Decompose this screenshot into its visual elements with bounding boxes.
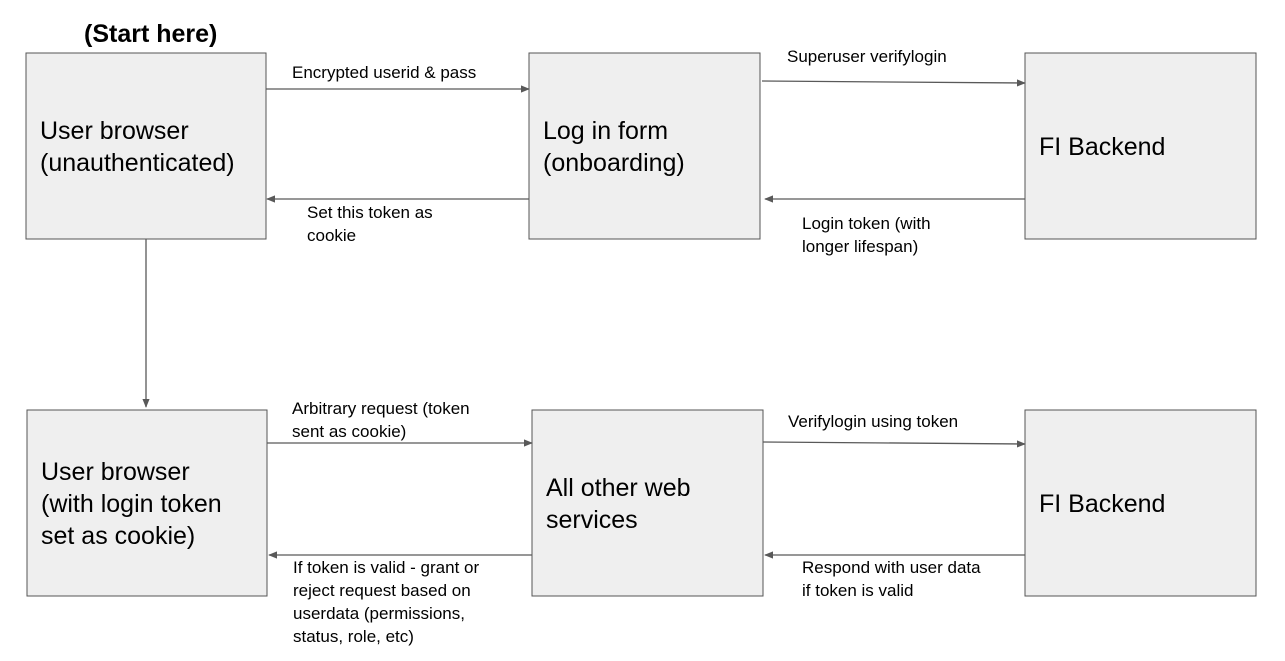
text-line: (onboarding) [543, 149, 685, 177]
edge-label-arbitrary-request: Arbitrary request (token sent as cookie) [292, 399, 470, 441]
text-line: (unauthenticated) [40, 149, 235, 177]
text-line: Arbitrary request (token [292, 399, 470, 418]
text-line: Superuser verifylogin [787, 47, 947, 66]
text-line: status, role, etc) [293, 627, 414, 646]
text-line: Respond with user data [802, 558, 981, 577]
node-all-other-web-services: All other web services [531, 409, 764, 597]
text-line: Login token (with [802, 214, 931, 233]
edge-label-respond-user-data: Respond with user data if token is valid [802, 558, 981, 600]
text-line: Verifylogin using token [788, 412, 958, 431]
node-label: FI Backend [1039, 490, 1165, 518]
text-line: User browser [41, 458, 190, 486]
edge-label-encrypted-credentials: Encrypted userid & pass [292, 63, 476, 82]
node-user-browser-unauthenticated: User browser (unauthenticated) [25, 52, 267, 240]
text-line: if token is valid [802, 581, 914, 600]
text-line: FI Backend [1039, 133, 1165, 161]
node-fi-backend-top: FI Backend [1024, 52, 1257, 240]
text-line: set as cookie) [41, 522, 195, 550]
node-user-browser-with-token: User browser (with login token set as cook… [26, 409, 268, 597]
arrow-verifylogin-token [762, 440, 1026, 448]
node-label: User browser (with login token set as cook… [41, 458, 222, 550]
edge-label-set-token-cookie: Set this token as cookie [307, 203, 433, 245]
node-label: Log in form (onboarding) [543, 117, 685, 177]
edge-label-login-token: Login token (with longer lifespan) [802, 214, 931, 256]
node-label: FI Backend [1039, 133, 1165, 161]
text-line: FI Backend [1039, 490, 1165, 518]
text-line: cookie [307, 226, 356, 245]
text-line: (with login token [41, 490, 222, 518]
text-line: All other web [546, 474, 691, 502]
node-fi-backend-bottom: FI Backend [1024, 409, 1257, 597]
text-line: If token is valid - grant or [293, 558, 479, 577]
text-line: longer lifespan) [802, 237, 918, 256]
text-line: reject request based on [293, 581, 471, 600]
edge-label-verifylogin-token: Verifylogin using token [788, 412, 958, 431]
text-line: Log in form [543, 117, 668, 145]
text-line: services [546, 506, 638, 534]
edge-label-grant-or-reject: If token is valid - grant or reject reque… [293, 558, 479, 646]
node-label: User browser (unauthenticated) [40, 117, 235, 177]
text-line: User browser [40, 117, 189, 145]
text-line: Set this token as [307, 203, 433, 222]
node-label: All other web services [546, 474, 691, 534]
start-here-label: (Start here) [84, 20, 217, 48]
text-line: sent as cookie) [292, 422, 406, 441]
edge-label-superuser-verifylogin: Superuser verifylogin [787, 47, 947, 66]
text-line: Encrypted userid & pass [292, 63, 476, 82]
arrow-superuser-verifylogin [761, 79, 1026, 87]
node-login-form: Log in form (onboarding) [528, 52, 761, 240]
text-line: userdata (permissions, [293, 604, 465, 623]
